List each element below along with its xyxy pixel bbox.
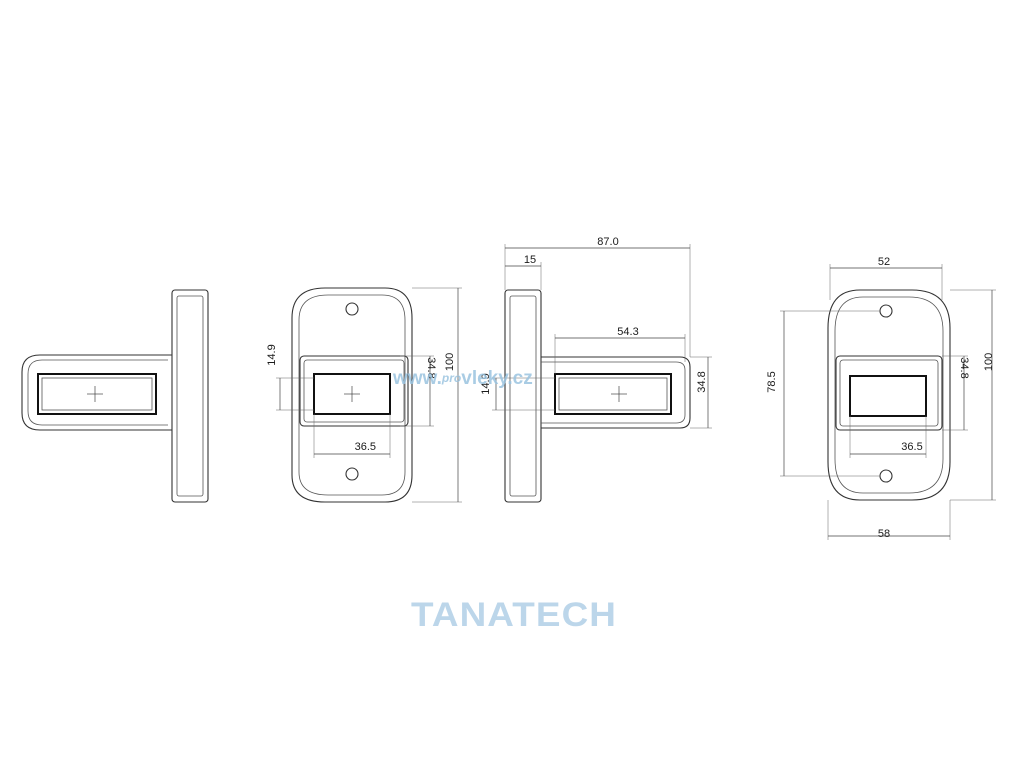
watermark-pro: pro	[441, 371, 461, 385]
front-view-right	[780, 264, 996, 540]
brand-logo: TANATECH	[411, 596, 617, 634]
dim-v3-top-width: 52	[878, 256, 890, 268]
dim-v2-small-height: 14.9	[480, 373, 492, 394]
front-view-left	[276, 287, 462, 503]
dim-v3-lens-width: 36.5	[901, 441, 922, 453]
watermark-suffix: vleky.cz	[461, 368, 532, 389]
side-view-left	[21, 289, 209, 503]
watermark: www.provleky.cz	[392, 368, 533, 389]
dim-v1-lens-width: 36.5	[355, 441, 376, 453]
dim-v1-small-height: 14.9	[266, 344, 278, 365]
dim-v3-total-height: 100	[983, 353, 995, 371]
dim-v2-lens-height: 34.8	[696, 371, 708, 392]
dim-v3-lens-height: 34.8	[958, 357, 970, 378]
dim-v1-total-height: 100	[444, 353, 456, 371]
dim-v3-bottom-width: 58	[878, 528, 890, 540]
watermark-prefix: www.	[392, 368, 442, 389]
dim-v2-base-thickness: 15	[524, 254, 536, 266]
dim-v1-lens-height: 34.8	[425, 357, 437, 378]
dim-v2-arm-length: 54.3	[617, 326, 638, 338]
side-view-right	[492, 244, 712, 503]
svg-text:www.provleky.cz: www.provleky.cz	[392, 368, 533, 389]
dim-v2-total-length: 87.0	[597, 236, 618, 248]
dim-v3-hole-spacing: 78.5	[766, 371, 778, 392]
